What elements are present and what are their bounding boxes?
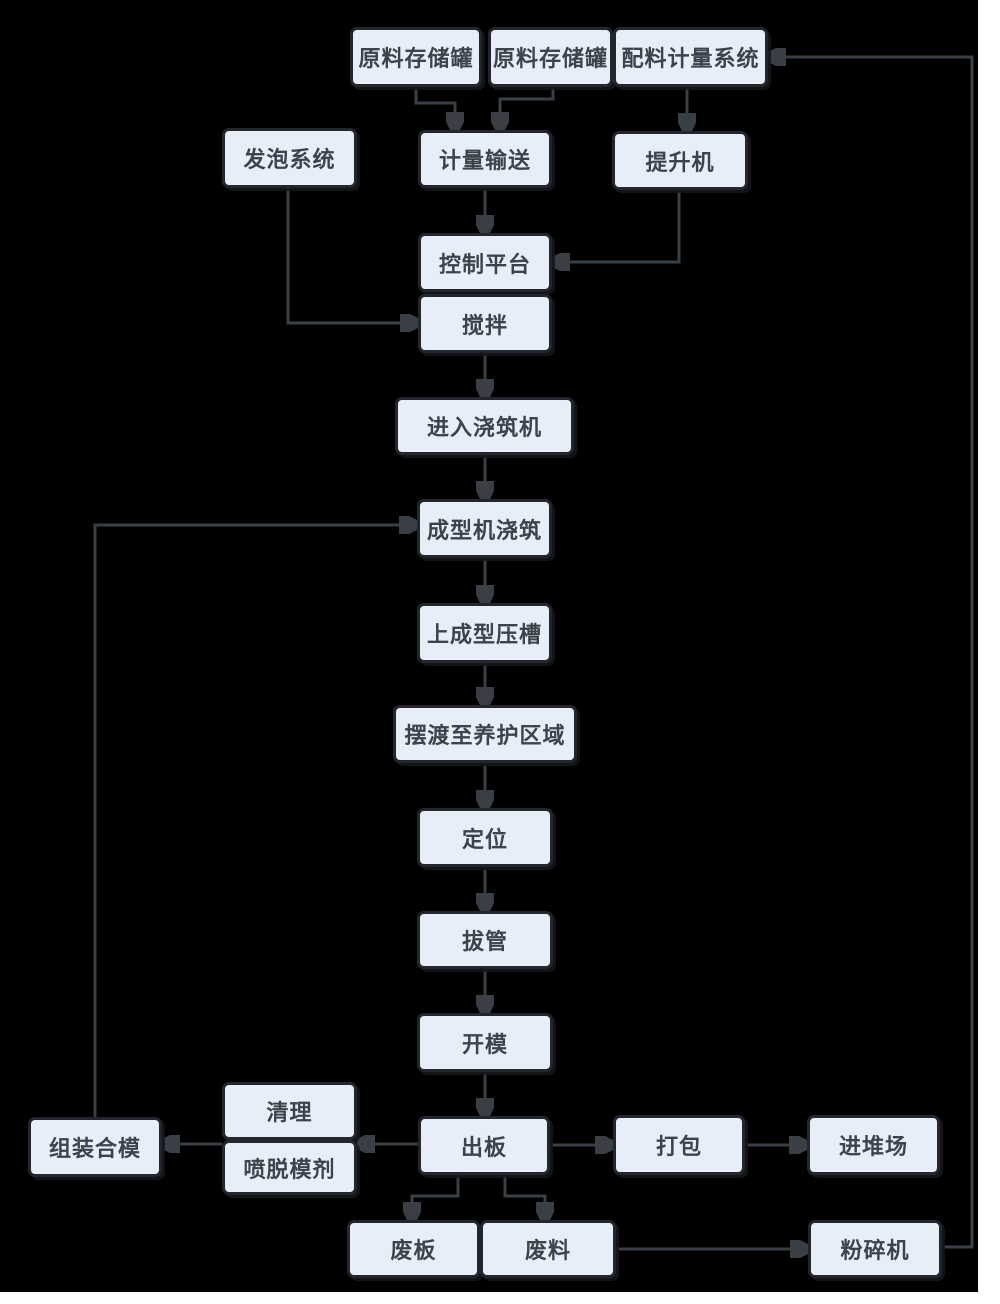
edge-boardout-to-wastematerial	[503, 1175, 545, 1220]
node-board-out: 出板	[418, 1116, 550, 1175]
edge-boardout-to-wasteboard	[412, 1175, 460, 1220]
node-waste-material: 废料	[480, 1220, 616, 1278]
edge-tank2-to-metering	[500, 87, 555, 130]
edge-crusher-to-batching	[768, 57, 974, 1249]
connector-lines	[93, 0, 974, 1292]
flowchart-canvas: 原料存储罐 原料存储罐 配料计量系统 发泡系统 计量输送 提升机 控制平台 搅拌…	[0, 0, 978, 1292]
node-batching-metering-system: 配料计量系统	[613, 27, 768, 87]
node-mold-opening: 开模	[417, 1013, 553, 1072]
node-elevator: 提升机	[612, 131, 748, 190]
node-mixing: 搅拌	[418, 294, 552, 353]
node-control-platform: 控制平台	[418, 233, 552, 292]
node-crusher: 粉碎机	[808, 1220, 942, 1278]
node-waste-board: 废板	[347, 1220, 480, 1278]
node-foaming-system: 发泡系统	[222, 128, 357, 188]
node-tube-pulling: 拔管	[417, 911, 553, 969]
node-spray-release-agent: 喷脱模剂	[222, 1140, 357, 1195]
node-cleaning: 清理	[222, 1082, 357, 1140]
node-upper-forming-groove: 上成型压槽	[417, 603, 552, 663]
node-packing: 打包	[613, 1115, 745, 1175]
node-into-stockyard: 进堆场	[807, 1115, 940, 1175]
edge-elevator-to-control	[552, 190, 681, 262]
edge-tank1-to-metering	[414, 87, 455, 130]
node-enter-pouring-machine: 进入浇筑机	[395, 397, 574, 455]
node-positioning: 定位	[417, 808, 553, 867]
node-metering-conveying: 计量输送	[418, 130, 552, 188]
node-raw-material-tank-2: 原料存储罐	[488, 27, 613, 87]
node-ferry-to-curing-area: 摆渡至养护区域	[393, 705, 577, 763]
node-forming-machine-pouring: 成型机浇筑	[417, 499, 552, 558]
edge-foaming-to-mixing	[286, 188, 418, 323]
node-raw-material-tank-1: 原料存储罐	[350, 27, 482, 87]
edge-assemble-to-formingpouring	[93, 525, 417, 1117]
node-assemble-close-mold: 组装合模	[28, 1117, 162, 1177]
